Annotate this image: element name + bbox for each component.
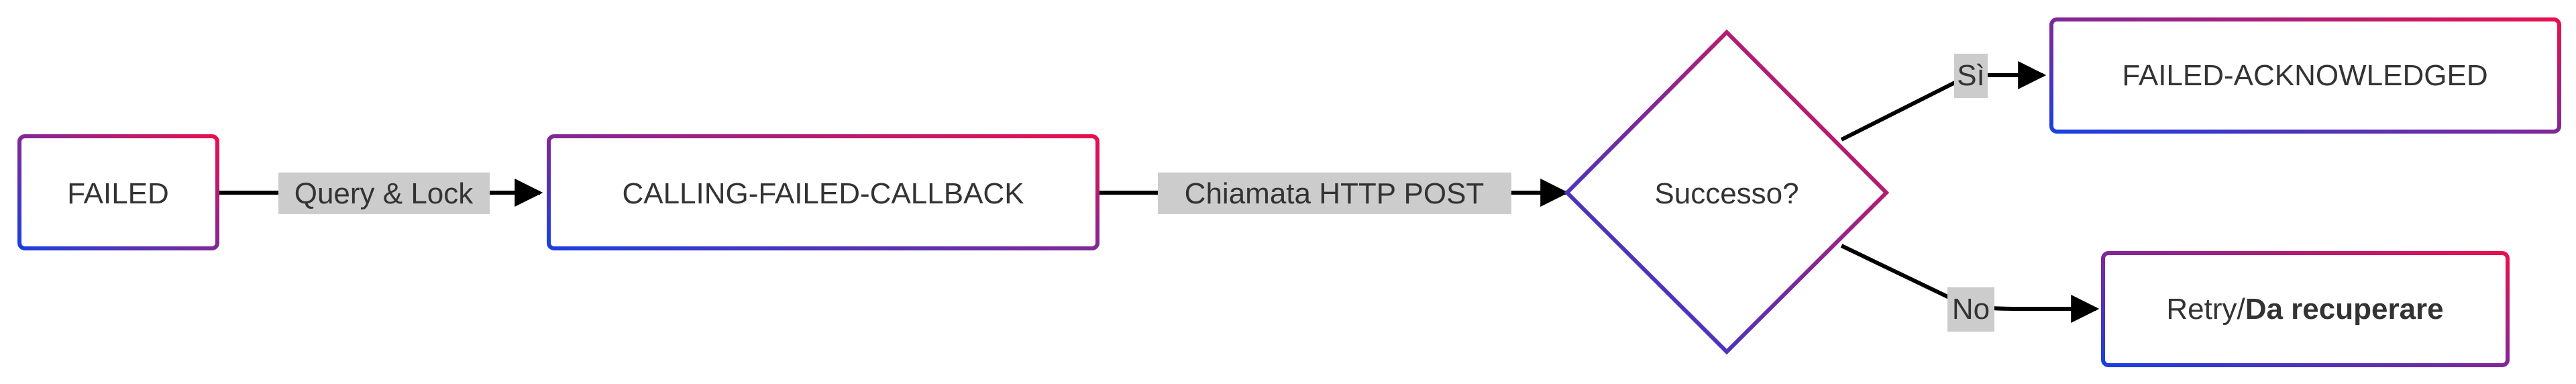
edge-label-no-text: No: [1952, 293, 1990, 326]
edge-decision-to-acknowledged: [1840, 61, 2047, 142]
node-retry-label-prefix: Retry/: [2166, 293, 2245, 326]
edge-label-query-lock: Query & Lock: [278, 173, 490, 214]
edge-label-http-post-text: Chiamata HTTP POST: [1185, 177, 1485, 210]
edge-label-no: No: [1947, 287, 1994, 332]
node-calling-failed-callback-label: CALLING-FAILED-CALLBACK: [622, 177, 1024, 210]
edge-label-http-post: Chiamata HTTP POST: [1158, 173, 1511, 214]
node-calling-failed-callback[interactable]: CALLING-FAILED-CALLBACK: [547, 134, 1099, 250]
node-failed[interactable]: FAILED: [17, 134, 219, 250]
node-failed-label: FAILED: [67, 177, 169, 210]
node-decision-label: Successo?: [1654, 177, 1799, 210]
node-failed-acknowledged[interactable]: FAILED-ACKNOWLEDGED: [2049, 17, 2561, 134]
node-decision-successo[interactable]: Successo?: [1564, 29, 1890, 355]
edge-label-query-lock-text: Query & Lock: [294, 177, 474, 210]
edge-label-yes: Sì: [1954, 54, 1988, 98]
edge-label-yes-text: Sì: [1957, 59, 1985, 92]
node-retry[interactable]: Retry/Da recuperare: [2101, 251, 2510, 367]
node-failed-acknowledged-label: FAILED-ACKNOWLEDGED: [2122, 59, 2487, 92]
node-retry-label: Retry/Da recuperare: [2166, 293, 2443, 326]
node-retry-label-bold: Da recuperare: [2245, 293, 2444, 326]
